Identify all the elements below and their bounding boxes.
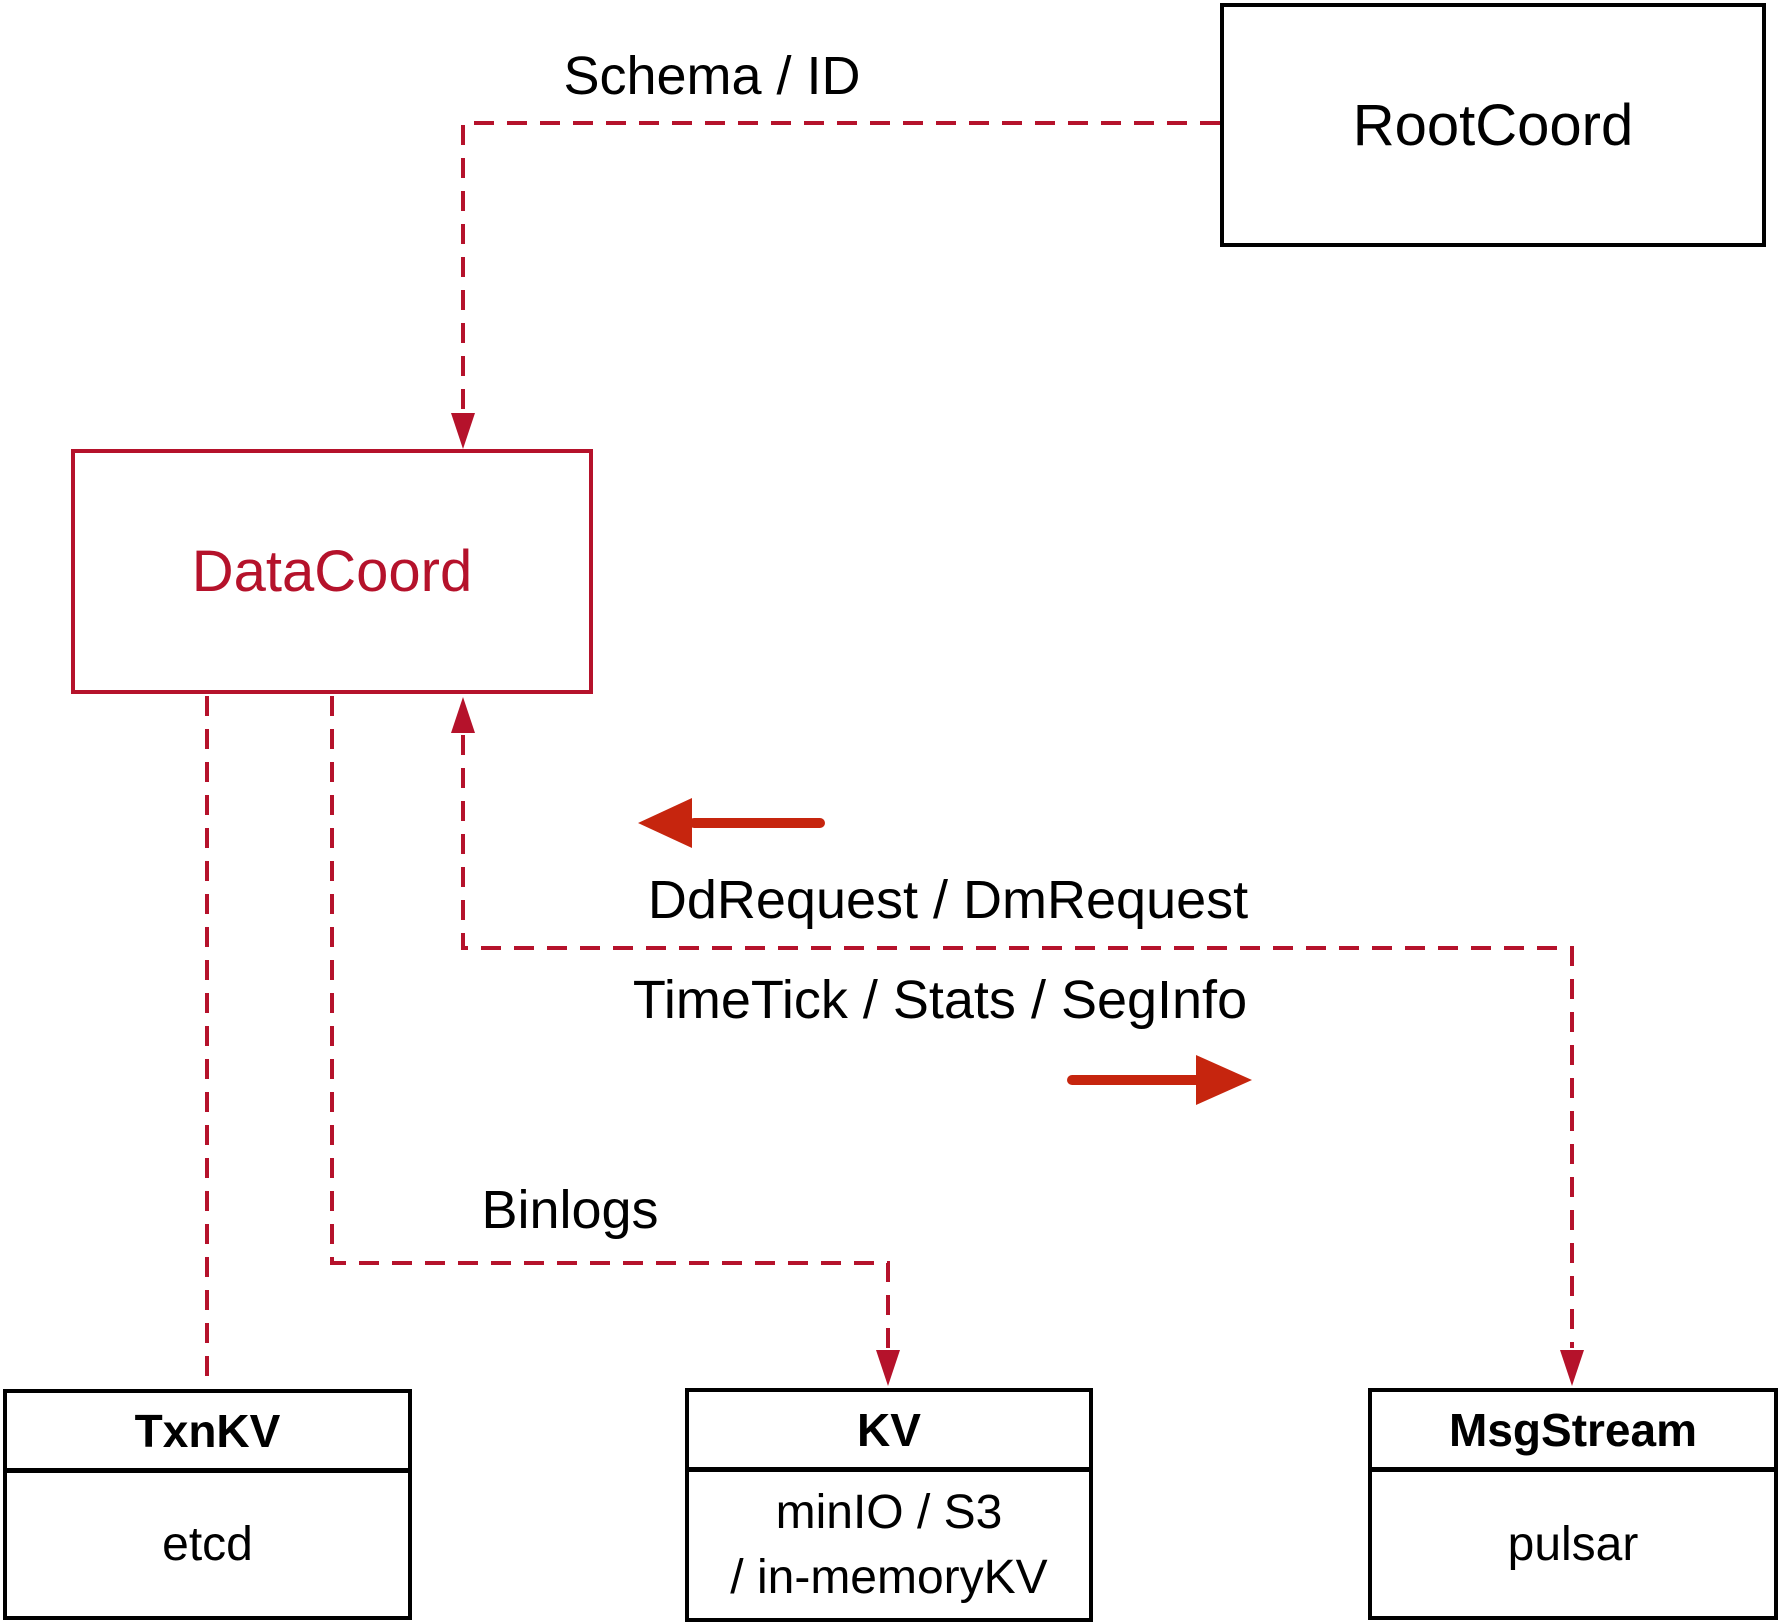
edge-datacoord-to-kv: [330, 696, 890, 1348]
kv-body-line2: / in-memoryKV: [730, 1551, 1048, 1604]
direction-arrow-left-head: [638, 798, 692, 848]
msgstream-body: pulsar: [1507, 1517, 1639, 1571]
arrowhead-datacoord-bottom: [451, 697, 475, 733]
edge-label-ddrequest-dmrequest: DdRequest / DmRequest: [647, 870, 1249, 930]
edge-label-schema-id: Schema / ID: [563, 46, 861, 106]
edge-rootcoord-to-datacoord: [461, 121, 1220, 412]
direction-arrow-right-head: [1196, 1055, 1252, 1105]
arrowhead-msgstream-top: [1560, 1350, 1584, 1386]
rootcoord-label: RootCoord: [1352, 92, 1634, 158]
msgstream-title: MsgStream: [1372, 1392, 1774, 1472]
edge-label-timetick-stats-seginfo: TimeTick / Stats / SegInfo: [632, 970, 1248, 1030]
node-kv: KV minIO / S3 / in-memoryKV: [685, 1388, 1093, 1622]
edge-datacoord-to-msgstream: [461, 735, 1574, 1348]
txnkv-body: etcd: [162, 1518, 253, 1571]
node-msgstream: MsgStream pulsar: [1368, 1388, 1778, 1620]
txnkv-title: TxnKV: [7, 1393, 408, 1473]
node-datacoord: DataCoord: [71, 449, 593, 694]
node-txnkv: TxnKV etcd: [3, 1389, 412, 1620]
arrowhead-kv-top: [876, 1350, 900, 1386]
kv-title: KV: [689, 1392, 1089, 1472]
arrowhead-datacoord-top: [451, 413, 475, 449]
edge-label-binlogs: Binlogs: [481, 1180, 659, 1240]
datacoord-label: DataCoord: [191, 539, 473, 604]
node-rootcoord: RootCoord: [1220, 3, 1766, 247]
kv-body-line1: minIO / S3: [775, 1486, 1003, 1539]
